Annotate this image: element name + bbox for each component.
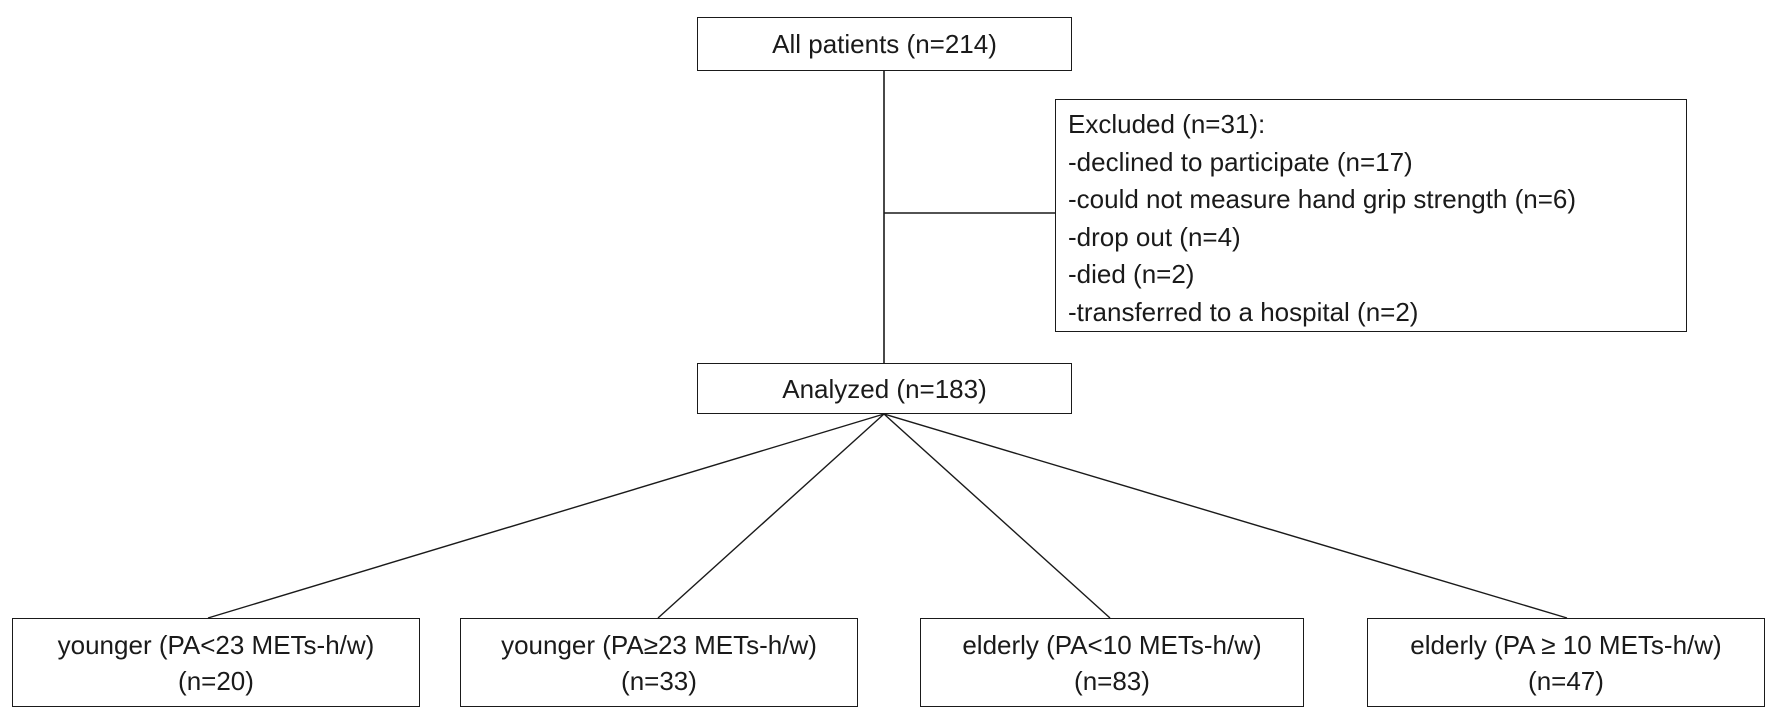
connector-analyzed-to-group-2	[657, 413, 885, 619]
group-label: elderly (PA<10 METs-h/w)	[962, 629, 1262, 660]
excluded-box: Excluded (n=31): -declined to participat…	[1055, 99, 1687, 332]
connector-analyzed-to-group-1	[207, 413, 885, 619]
connector-analyzed-to-group-4	[883, 413, 1568, 619]
group-count: (n=20)	[178, 665, 254, 696]
excluded-reason-died: -died (n=2)	[1068, 259, 1195, 289]
group-label: younger (PA<23 METs-h/w)	[57, 629, 375, 660]
all-patients-box: All patients (n=214)	[697, 17, 1072, 71]
analyzed-label: Analyzed (n=183)	[782, 373, 987, 404]
excluded-reason-drop-out: -drop out (n=4)	[1068, 221, 1241, 252]
group-label: elderly (PA ≥ 10 METs-h/w)	[1410, 629, 1722, 660]
group-box-elderly-high-pa: elderly (PA ≥ 10 METs-h/w) (n=47)	[1367, 618, 1765, 707]
group-count: (n=47)	[1528, 665, 1604, 696]
group-box-younger-low-pa: younger (PA<23 METs-h/w) (n=20)	[12, 618, 420, 707]
group-label: younger (PA≥23 METs-h/w)	[501, 629, 817, 660]
group-count: (n=83)	[1074, 665, 1150, 696]
excluded-reason-declined: -declined to participate (n=17)	[1068, 146, 1413, 177]
excluded-reason-grip-strength: -could not measure hand grip strength (n…	[1068, 184, 1577, 214]
group-count: (n=33)	[621, 665, 697, 696]
all-patients-label: All patients (n=214)	[772, 29, 997, 59]
excluded-heading: Excluded (n=31):	[1068, 109, 1266, 139]
connector-analyzed-to-group-3	[883, 413, 1111, 619]
group-box-younger-high-pa: younger (PA≥23 METs-h/w) (n=33)	[460, 618, 858, 707]
excluded-reason-transferred: -transferred to a hospital (n=2)	[1068, 296, 1419, 327]
group-box-elderly-low-pa: elderly (PA<10 METs-h/w) (n=83)	[920, 618, 1304, 707]
analyzed-box: Analyzed (n=183)	[697, 363, 1072, 414]
